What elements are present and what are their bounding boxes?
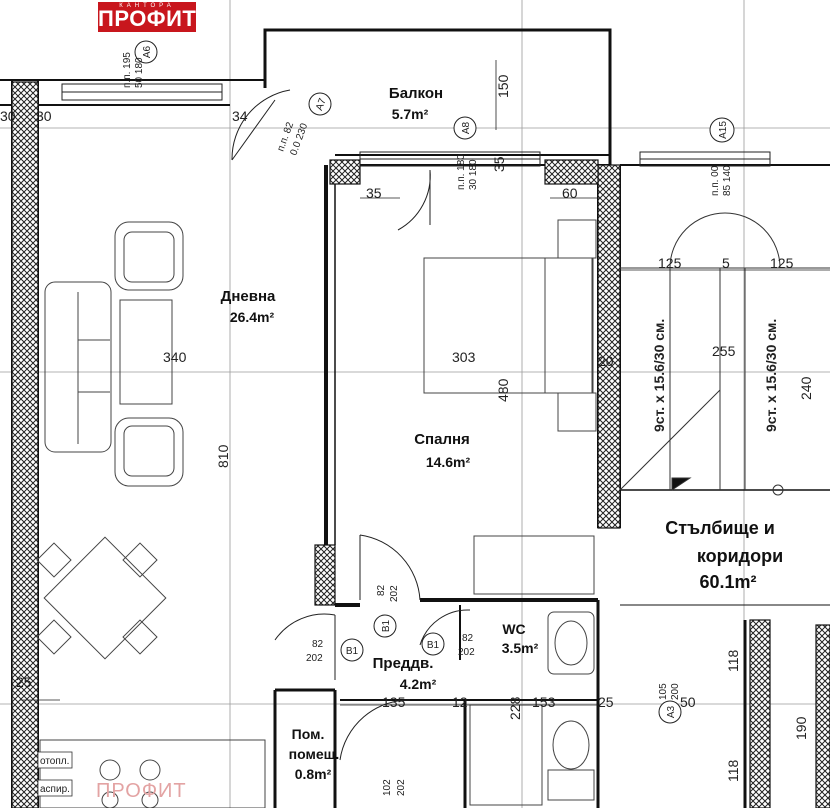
window-a15-line2: 85 140 [722, 165, 733, 196]
room-utility-name-line1: Пом. [292, 726, 325, 742]
door-tag-wc: B1 82 202 [421, 632, 475, 658]
door-tag-bedroom: B1 82 202 [373, 584, 400, 638]
dim-255: 255 [712, 343, 736, 359]
window-a6-line1: п.п. 195 [122, 52, 133, 88]
door-wc-width: 82 [462, 633, 474, 644]
dim-240: 240 [798, 376, 814, 400]
window-a3-line2: 200 [670, 683, 681, 700]
room-hall-area: 4.2m² [400, 676, 437, 692]
dimension-lines [20, 60, 830, 706]
room-balcony-area: 5.7m² [392, 106, 429, 122]
window-a8-line2: 30 180 [468, 159, 479, 190]
door-wc-height: 202 [458, 647, 475, 658]
room-utility-name-line2: помещ. [289, 746, 340, 762]
furniture [36, 219, 597, 808]
doors [231, 89, 471, 761]
dim-150: 150 [495, 74, 511, 98]
room-living-name: Дневна [221, 288, 276, 305]
dim-60: 60 [562, 185, 578, 201]
window-tag-a3: A3 105 200 [658, 683, 682, 724]
windows [61, 83, 771, 167]
window-a6-line2: 50 180 [134, 57, 145, 88]
dim-30: 30 [36, 108, 52, 124]
stairs-label-left: 9ст. x 15.6/30 см. [651, 319, 667, 432]
appliance-vent-label: аспир. [40, 784, 70, 795]
window-a15-line1: п.п. 00 [710, 165, 721, 196]
window-tag-a7-label: A7 [314, 96, 329, 112]
window-tag-a15: A15 п.п. 00 85 140 [709, 117, 735, 196]
brand-subtitle: КАНТОРА [119, 3, 175, 9]
door-utility-width: 102 [382, 779, 393, 796]
room-hall-name: Преддв. [373, 655, 434, 672]
brand-watermark: ПРОФИТ [96, 780, 187, 802]
room-stairs-name-line1: Стълбище и [665, 518, 775, 538]
dim-125-right: 125 [770, 255, 794, 271]
room-stairs-area: 60.1m² [699, 572, 756, 592]
door-wc-tag: B1 [427, 640, 440, 651]
door-tag-hall: B1 82 202 [306, 638, 364, 664]
room-living-area: 26.4m² [230, 309, 275, 325]
room-bedroom-name: Спалня [414, 431, 470, 448]
dim-190: 190 [793, 716, 809, 740]
dim-340: 340 [163, 349, 187, 365]
room-utility-area: 0.8m² [295, 766, 332, 782]
structural-columns [11, 81, 830, 808]
dim-153: 153 [532, 694, 556, 710]
dim-135: 135 [382, 694, 406, 710]
door-bedroom-width: 82 [376, 584, 387, 596]
window-a3-line1: 105 [658, 683, 669, 700]
dim-5: 5 [722, 255, 730, 271]
door-tag-utility: 102 202 [382, 779, 407, 796]
dim-303: 303 [452, 349, 476, 365]
dim-118-upper: 118 [725, 649, 741, 672]
door-utility-height: 202 [396, 779, 407, 796]
dim-30-left: 30 [0, 108, 16, 124]
door-bedroom-height: 202 [389, 585, 400, 602]
dim-810: 810 [215, 444, 231, 468]
room-wc-area: 3.5m² [502, 640, 539, 656]
dim-125-left: 125 [658, 255, 682, 271]
appliance-heating-label: отопл. [40, 756, 69, 767]
window-tag-a3-label: A3 [666, 705, 677, 718]
window-tag-a6: A6 п.п. 195 50 180 [122, 40, 158, 88]
brand-logo: КАНТОРА ПРОФИТ [98, 2, 196, 32]
dim-34: 34 [232, 108, 248, 124]
room-wc-name: WC [502, 621, 525, 637]
window-tag-a15-label: A15 [718, 121, 729, 139]
room-bedroom-area: 14.6m² [426, 454, 471, 470]
dim-228: 228 [507, 696, 523, 720]
stairs-label-right: 9ст. x 15.6/30 см. [763, 319, 779, 432]
dim-480: 480 [495, 378, 511, 402]
dim-25-left: 25 [16, 674, 32, 690]
room-stairs-name-line2: коридори [697, 546, 783, 566]
door-bedroom-tag: B1 [381, 619, 392, 632]
dim-35-left: 35 [366, 185, 382, 201]
window-tag-a8-label: A8 [461, 121, 472, 134]
window-tag-a6-label: A6 [142, 45, 153, 58]
brand-name: ПРОФИТ [98, 6, 197, 31]
window-tag-a8: A8 п.п. 180 30 180 [453, 116, 479, 190]
window-a8-line1: п.п. 180 [456, 154, 467, 190]
dim-25-right: 25 [598, 694, 614, 710]
dim-118-lower: 118 [725, 759, 741, 782]
door-hall-width: 82 [312, 639, 324, 650]
dim-35-vertical: 35 [491, 156, 507, 172]
staircase [619, 212, 830, 496]
room-balcony-name: Балкон [389, 85, 443, 102]
dim-12: 12 [452, 694, 468, 710]
dim-20: 20 [598, 353, 614, 369]
dim-50: 50 [680, 694, 696, 710]
door-hall-tag: B1 [346, 646, 359, 657]
window-tag-a7: A7 п.п. 82 0.0 230 [275, 92, 332, 157]
door-hall-height: 202 [306, 653, 323, 664]
